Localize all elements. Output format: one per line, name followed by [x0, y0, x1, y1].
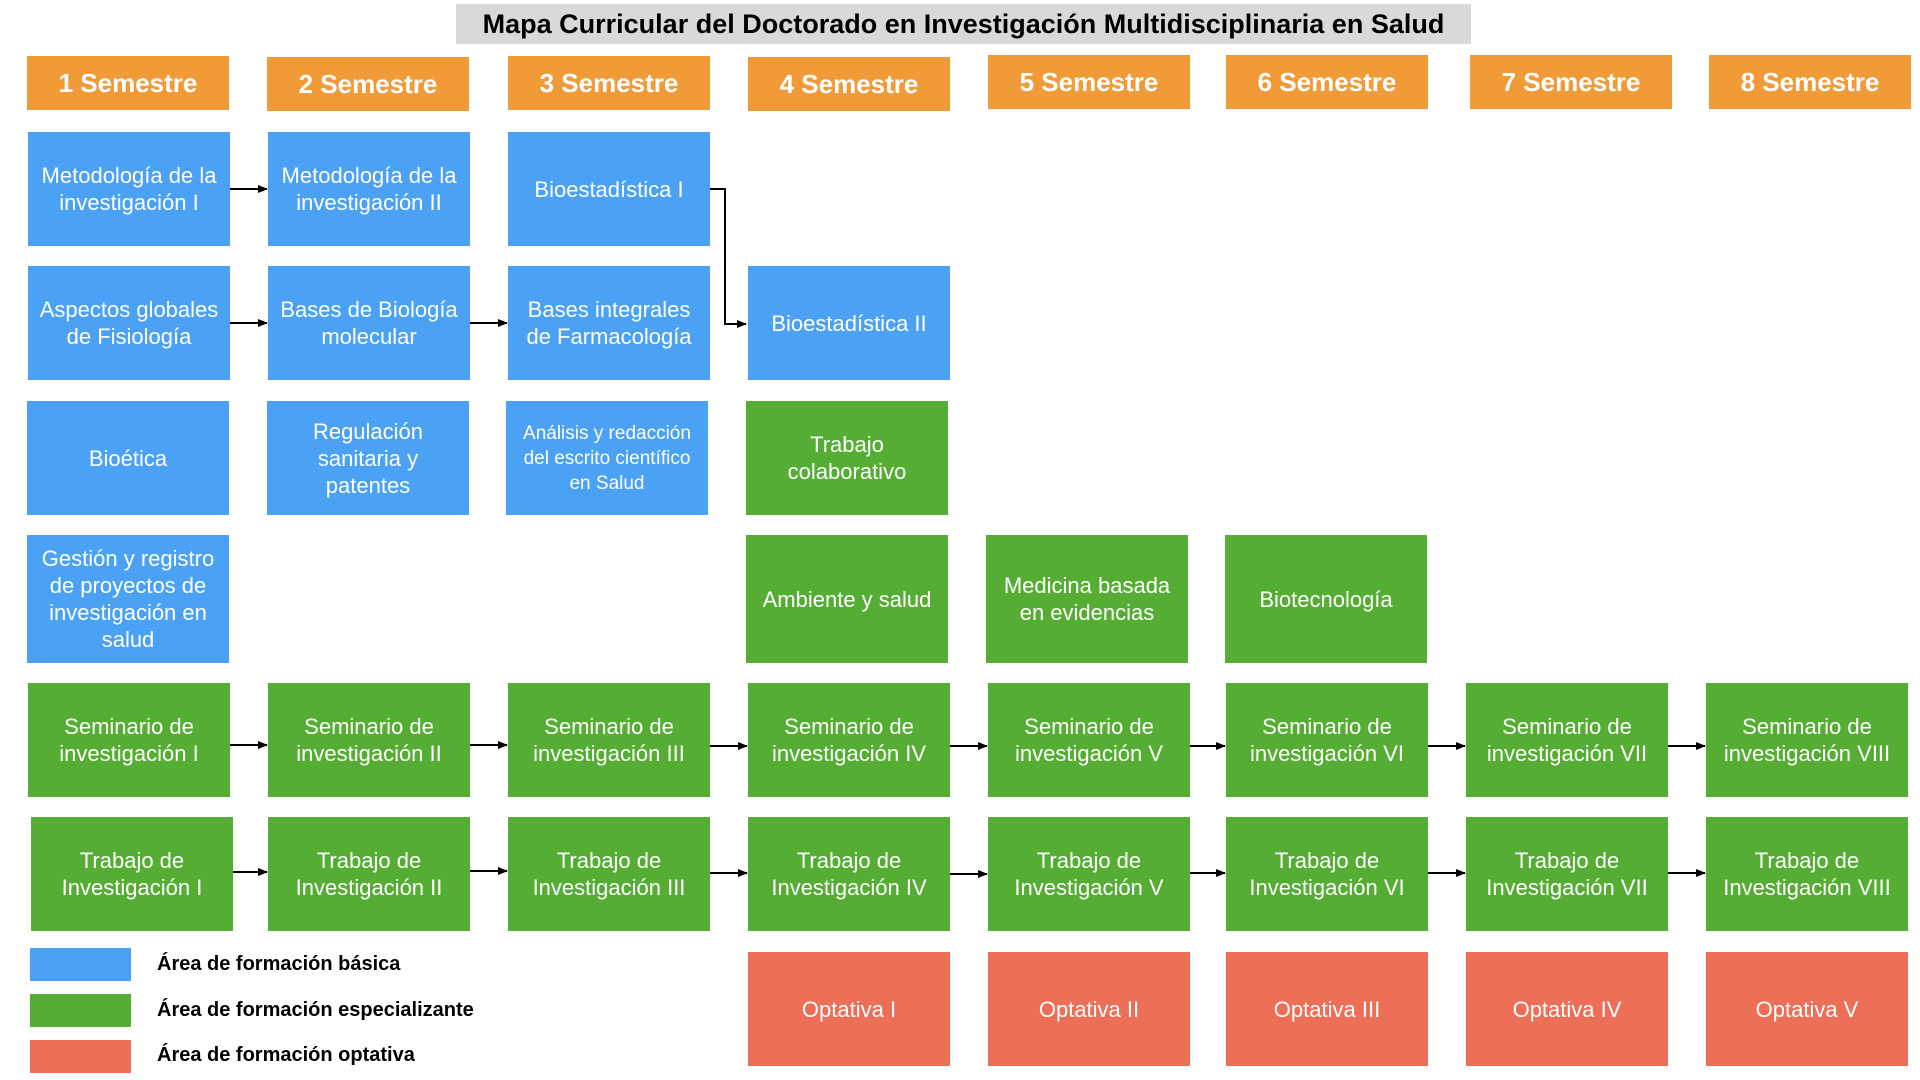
course-analisis-redaccion: Análisis y redacción del escrito científ… [506, 401, 708, 515]
course-biotecnologia: Biotecnología [1225, 535, 1427, 663]
course-trabajo-6: Trabajo de Investigación VI [1226, 817, 1428, 931]
course-seminario-1: Seminario de investigación I [28, 683, 230, 797]
semester-header-5: 5 Semestre [988, 55, 1190, 109]
arrow-bioestadistica [710, 188, 747, 328]
legend-label-optativa: Área de formación optativa [157, 1044, 415, 1066]
semester-header-6: 6 Semestre [1226, 55, 1428, 109]
course-bases-farmacologia: Bases integrales de Farmacología [508, 266, 710, 380]
legend-swatch-especializante [30, 994, 131, 1027]
course-optativa-3: Optativa III [1226, 952, 1428, 1066]
page-title: Mapa Curricular del Doctorado en Investi… [456, 4, 1471, 44]
semester-header-4: 4 Semestre [748, 57, 950, 111]
semester-header-8: 8 Semestre [1709, 55, 1911, 109]
course-medicina-evidencias: Medicina basada en evidencias [986, 535, 1188, 663]
course-seminario-4: Seminario de investigación IV [748, 683, 950, 797]
course-bases-biologia: Bases de Biología molecular [268, 266, 470, 380]
course-trabajo-3: Trabajo de Investigación III [508, 817, 710, 931]
course-seminario-7: Seminario de investigación VII [1466, 683, 1668, 797]
course-trabajo-colaborativo: Trabajo colaborativo [746, 401, 948, 515]
course-optativa-1: Optativa I [748, 952, 950, 1066]
course-bioestadistica-2: Bioestadística II [748, 266, 950, 380]
course-trabajo-8: Trabajo de Investigación VIII [1706, 817, 1908, 931]
course-trabajo-2: Trabajo de Investigación II [268, 817, 470, 931]
course-optativa-4: Optativa IV [1466, 952, 1668, 1066]
legend-swatch-basica [30, 948, 131, 981]
legend-swatch-optativa [30, 1040, 131, 1073]
course-trabajo-7: Trabajo de Investigación VII [1466, 817, 1668, 931]
course-seminario-8: Seminario de investigación VIII [1706, 683, 1908, 797]
course-metodologia-1: Metodología de la investigación I [28, 132, 230, 246]
course-regulacion: Regulación sanitaria y patentes [267, 401, 469, 515]
course-ambiente-salud: Ambiente y salud [746, 535, 948, 663]
course-metodologia-2: Metodología de la investigación II [268, 132, 470, 246]
legend-label-especializante: Área de formación especializante [157, 999, 474, 1021]
course-seminario-6: Seminario de investigación VI [1226, 683, 1428, 797]
course-gestion-registro: Gestión y registro de proyectos de inves… [27, 535, 229, 663]
semester-header-1: 1 Semestre [27, 56, 229, 110]
course-trabajo-1: Trabajo de Investigación I [31, 817, 233, 931]
course-optativa-5: Optativa V [1706, 952, 1908, 1066]
semester-header-3: 3 Semestre [508, 56, 710, 110]
course-seminario-2: Seminario de investigación II [268, 683, 470, 797]
course-seminario-3: Seminario de investigación III [508, 683, 710, 797]
course-seminario-5: Seminario de investigación V [988, 683, 1190, 797]
course-aspectos-fisiologia: Aspectos globales de Fisiología [28, 266, 230, 380]
legend-label-basica: Área de formación básica [157, 953, 401, 975]
course-bioetica: Bioética [27, 401, 229, 515]
semester-header-2: 2 Semestre [267, 57, 469, 111]
semester-header-7: 7 Semestre [1470, 55, 1672, 109]
course-trabajo-4: Trabajo de Investigación IV [748, 817, 950, 931]
course-bioestadistica-1: Bioestadística I [508, 132, 710, 246]
course-trabajo-5: Trabajo de Investigación V [988, 817, 1190, 931]
course-optativa-2: Optativa II [988, 952, 1190, 1066]
